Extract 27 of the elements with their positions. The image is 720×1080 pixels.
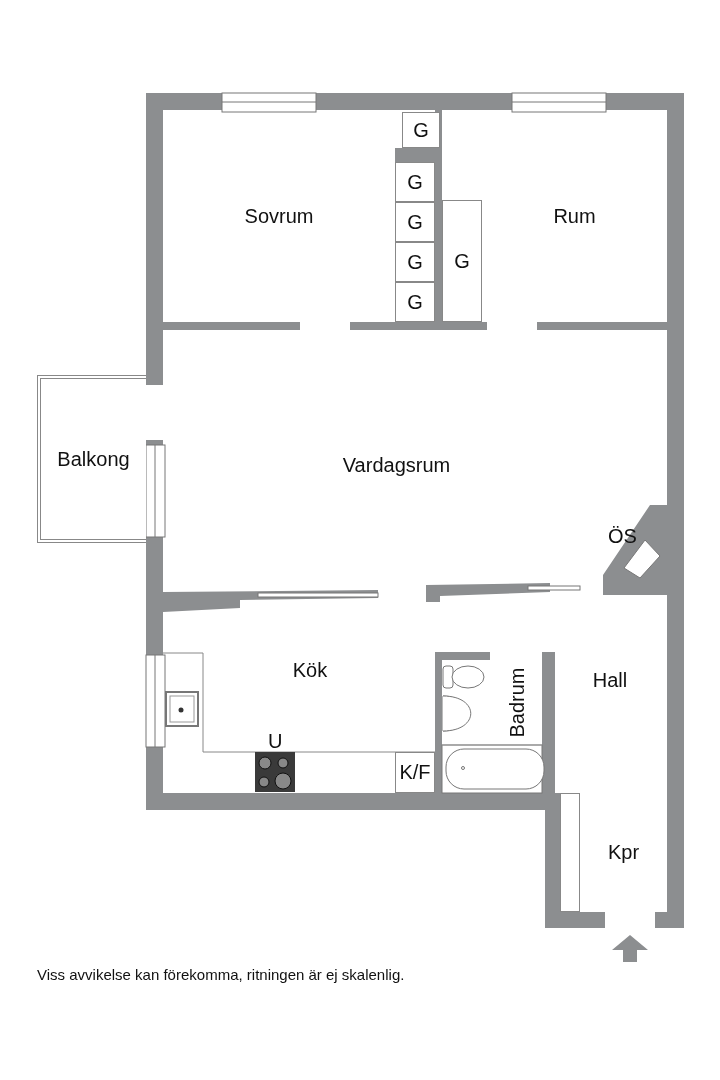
caption: Viss avvikelse kan förekomma, ritningen är ej skalenlig.: [37, 966, 405, 983]
balcony-outline: [37, 375, 146, 543]
room-label: Rum: [553, 204, 596, 228]
room-label: Vardagsrum: [342, 453, 451, 477]
room-label: Sovrum: [244, 204, 314, 228]
closet-box: [395, 752, 435, 793]
room-label: Badrum: [505, 667, 529, 738]
closet-box: [395, 282, 435, 322]
room-label: Hall: [592, 668, 628, 692]
closet-box: [395, 162, 435, 202]
closet-label: G: [407, 210, 423, 234]
closet-box: [395, 242, 435, 282]
closet-box: [395, 202, 435, 242]
room-label: Balkong: [57, 447, 130, 471]
closet-box: [560, 793, 580, 912]
closet-label: G: [407, 170, 423, 194]
stove-label: U: [268, 730, 283, 753]
closet-box: [402, 112, 440, 148]
room-label: Kök: [292, 658, 328, 682]
room-label: Kpr: [607, 841, 640, 864]
closet-label: G: [454, 249, 470, 273]
closet-label: G: [407, 290, 423, 314]
closet-label: G: [413, 118, 429, 142]
closet-box: [442, 200, 482, 322]
closet-label: K/F: [399, 761, 431, 784]
shaft-label: ÖS: [608, 525, 637, 548]
closet-label: G: [407, 250, 423, 274]
